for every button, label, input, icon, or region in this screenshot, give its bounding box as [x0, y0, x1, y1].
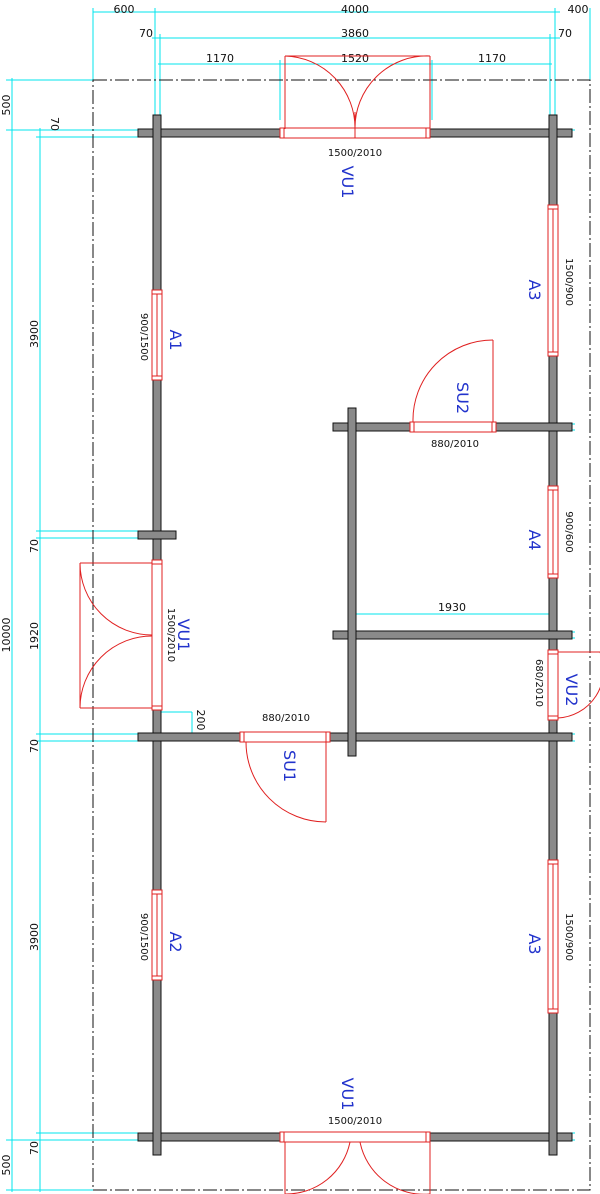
window-a3-top-tag: A3 — [525, 279, 544, 300]
window-a3-top-size: 1500/900 — [563, 258, 574, 306]
dim-top-outer-2: 400 — [568, 3, 589, 16]
dim-left-outer-0: 500 — [0, 95, 13, 116]
side-door-size: 1500/2010 — [165, 608, 176, 662]
window-a3-bottom-size: 1500/900 — [563, 913, 574, 961]
dim-top-inner-0: 70 — [139, 27, 153, 40]
dim-top-opening-1: 1520 — [341, 52, 369, 65]
front-door-size: 1500/2010 — [328, 148, 382, 159]
door-vu2-size: 680/2010 — [533, 659, 544, 707]
dim-left-outer-1: 10000 — [0, 618, 13, 653]
window-a4-tag: A4 — [525, 529, 544, 550]
dimension-labels: 600 4000 400 70 3860 70 1170 1520 1170 5… — [0, 3, 589, 1176]
dim-left-inner-4: 70 — [28, 739, 41, 753]
dim-left-inner-2: 70 — [28, 539, 41, 553]
openings — [79, 55, 600, 1194]
front-door-tag: VU1 — [338, 166, 357, 199]
dim-left-inner-1: 3900 — [28, 320, 41, 348]
door-su1-size: 880/2010 — [262, 713, 310, 724]
window-a2-size: 900/1500 — [138, 913, 149, 961]
door-su2-tag: SU2 — [453, 382, 472, 414]
dim-top-outer-0: 600 — [114, 3, 135, 16]
window-a3-bottom-tag: A3 — [525, 933, 544, 954]
dim-top-outer-1: 4000 — [341, 3, 369, 16]
roof-outline — [92, 79, 591, 1191]
dim-left-inner-5: 3900 — [28, 923, 41, 951]
back-door-tag: VU1 — [338, 1078, 357, 1111]
window-a2-tag: A2 — [166, 931, 185, 952]
dim-corridor-width: 1930 — [438, 601, 466, 614]
back-door-size: 1500/2010 — [328, 1116, 382, 1127]
dim-top-inner-2: 70 — [558, 27, 572, 40]
dim-left-inner-6: 70 — [28, 1141, 41, 1155]
opening-tags: VU1 VU1 VU1 A1 A2 A3 A4 A3 SU2 SU1 VU2 — [166, 166, 581, 1111]
dim-step: 200 — [194, 710, 207, 731]
door-su1-tag: SU1 — [280, 750, 299, 782]
door-su2-size: 880/2010 — [431, 439, 479, 450]
dim-top-inner-1: 3860 — [341, 27, 369, 40]
dim-top-opening-2: 1170 — [478, 52, 506, 65]
dim-left-outer-2: 500 — [0, 1155, 13, 1176]
window-a1-tag: A1 — [166, 329, 185, 350]
dimension-lines — [6, 8, 591, 1192]
walls — [137, 114, 573, 1156]
window-a1-size: 900/1500 — [138, 313, 149, 361]
dim-top-opening-0: 1170 — [206, 52, 234, 65]
window-a4-size: 900/600 — [563, 511, 574, 553]
side-door-tag: VU1 — [174, 619, 193, 652]
dim-left-inner-3: 1920 — [28, 622, 41, 650]
dim-left-inner-0: 70 — [48, 117, 61, 131]
door-vu2-tag: VU2 — [562, 674, 581, 707]
opening-size-labels: 1500/2010 1500/2010 1500/2010 900/1500 9… — [138, 148, 574, 1127]
